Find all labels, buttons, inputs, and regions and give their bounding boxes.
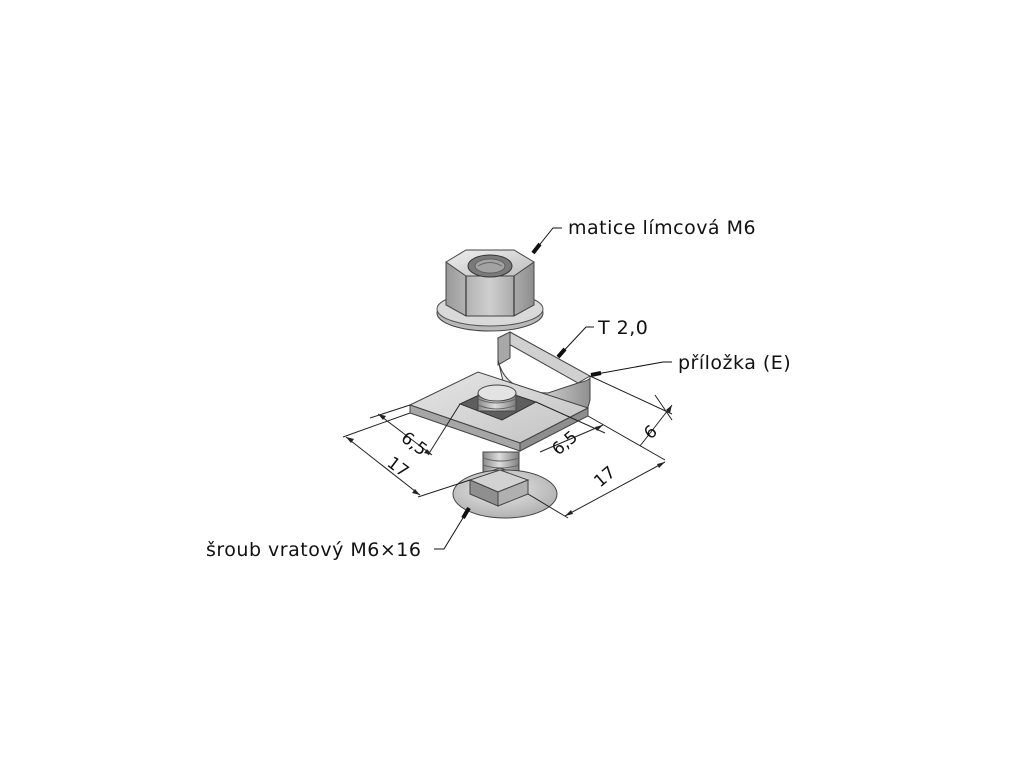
nut-callout: matice límcová M6: [531, 217, 756, 255]
dim-width-left: 17: [383, 453, 412, 482]
dimension-lines: [342, 375, 673, 519]
thickness-label: T 2,0: [597, 317, 648, 339]
flange-nut: [436, 249, 544, 332]
bracket-label: příložka (E): [678, 352, 791, 374]
carriage-bolt: [452, 384, 558, 519]
bolt-label: šroub vratový M6×16: [206, 539, 421, 561]
nut-label: matice límcová M6: [568, 217, 756, 239]
bracket-callout: příložka (E): [590, 352, 791, 377]
dim-width-right: 17: [590, 463, 619, 492]
bolt-callout: šroub vratový M6×16: [206, 506, 471, 561]
thickness-callout: T 2,0: [556, 317, 648, 359]
bracket-upright: [496, 331, 592, 384]
dim-height: 6: [640, 422, 661, 444]
